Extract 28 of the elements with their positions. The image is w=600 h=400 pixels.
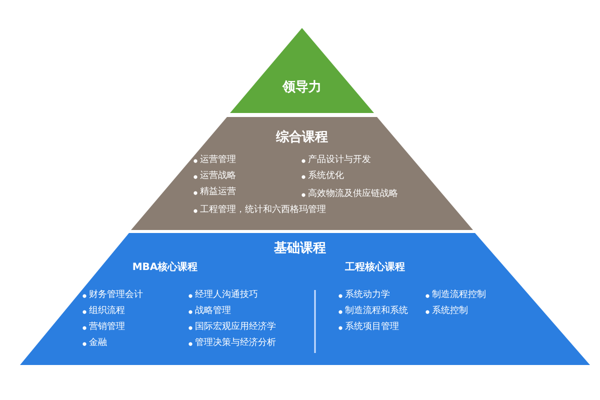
list-item: 系统优化 <box>301 171 344 182</box>
list-item: 工程管理，统计和六西格玛管理 <box>193 205 326 216</box>
band-heading: 基础课程 <box>274 241 326 257</box>
list-item: 财务管理会计 <box>82 290 143 301</box>
list-item: 运营管理 <box>193 155 236 166</box>
list-item: 系统动力学 <box>338 290 390 301</box>
list-item: 系统控制 <box>425 306 468 317</box>
list-item: 组织流程 <box>82 306 125 317</box>
list-item: 制造流程和系统 <box>338 306 408 317</box>
band-heading: 综合课程 <box>276 130 328 146</box>
list-item: 系统项目管理 <box>338 322 399 333</box>
pyramid-top-band <box>230 28 374 113</box>
list-item: 国际宏观应用经济学 <box>188 322 276 333</box>
pyramid-base-band <box>20 233 590 365</box>
list-item: 金融 <box>82 338 107 349</box>
list-item: 制造流程控制 <box>425 290 486 301</box>
list-item: 管理决策与经济分析 <box>188 338 276 349</box>
pyramid-middle-band <box>131 117 473 230</box>
band-heading: 领导力 <box>282 80 322 96</box>
list-item: 产品设计与开发 <box>301 155 371 166</box>
list-item: 经理人沟通技巧 <box>188 290 258 301</box>
section-heading: MBA核心课程 <box>132 262 198 274</box>
list-item: 营销管理 <box>82 322 125 333</box>
list-item: 精益运营 <box>193 187 236 198</box>
list-item: 高效物流及供应链战略 <box>301 189 398 200</box>
list-item: 运营战略 <box>193 171 236 182</box>
list-item: 战略管理 <box>188 306 231 317</box>
section-heading: 工程核心课程 <box>345 262 405 274</box>
